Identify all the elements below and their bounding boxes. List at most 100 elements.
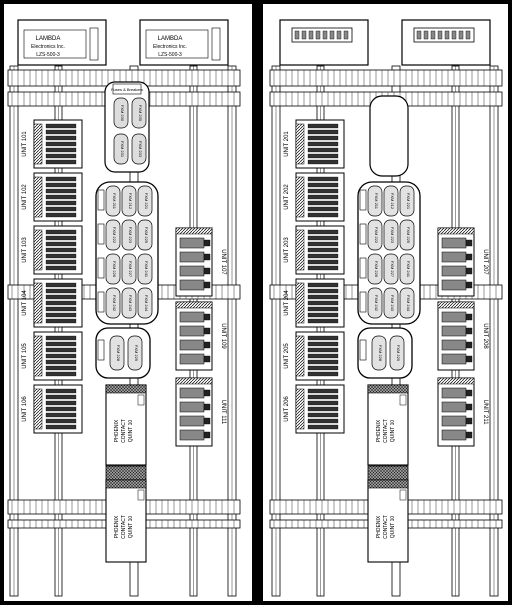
fxm-module-label: FXM 222: [112, 227, 117, 244]
fxm-module-label: FXM 229: [396, 345, 401, 362]
fxm-side-clip: [359, 257, 367, 279]
quint-label: CONTACT: [121, 515, 127, 539]
quint-label: PHOENIX: [114, 419, 120, 442]
io-unit-header: [33, 388, 43, 430]
relay-unit-header: [437, 377, 475, 385]
io-unit-terminal: [45, 353, 77, 359]
fxm-side-clip: [359, 291, 367, 313]
io-unit-terminal: [45, 312, 77, 318]
io-unit-terminal: [45, 388, 77, 394]
fxm-module-label: FXM 242: [374, 295, 379, 312]
horizontal-rail: [269, 69, 503, 87]
fxm-module: [137, 219, 153, 251]
fxm-module-label: FXM 226: [112, 261, 117, 278]
relay-block: [179, 429, 205, 441]
power-supply-terminal: [211, 27, 221, 61]
io-unit-label: UNIT 203: [284, 237, 290, 263]
power-supply-segment: [336, 30, 342, 40]
power-supply-box: [401, 19, 491, 66]
io-unit-terminal: [45, 288, 77, 294]
io-unit-terminal: [45, 247, 77, 253]
relay-block: [179, 265, 205, 277]
io-unit-terminal: [307, 259, 339, 265]
relay-contact: [465, 239, 473, 247]
io-unit-terminal: [307, 400, 339, 406]
io-unit-terminal: [45, 229, 77, 235]
fxm-module-label: FXM 243: [390, 295, 395, 312]
fxm-module: [109, 335, 125, 371]
fxm-module-label: FXM 233: [138, 141, 143, 158]
io-unit-label: UNIT 206: [284, 396, 290, 422]
io-unit-terminal: [307, 247, 339, 253]
relay-unit-label: UNIT 107: [220, 249, 226, 275]
fxm-module-label: FXM 223: [128, 227, 133, 244]
fxm-module-label: FXM 221: [406, 193, 411, 210]
power-supply-segment: [343, 30, 349, 40]
fxm-module-label: FXM 225: [144, 227, 149, 244]
relay-unit-label: UNIT 109: [220, 323, 226, 349]
io-unit-terminal: [307, 182, 339, 188]
relay-contact: [203, 267, 211, 275]
relay-unit-label: UNIT 208: [482, 323, 488, 349]
io-unit-terminal: [45, 400, 77, 406]
power-supply-segment: [451, 30, 457, 40]
power-supply-brand: LAMBDA: [36, 36, 61, 42]
quint-terminal-strip: [367, 479, 409, 489]
fxm-module: [399, 185, 415, 217]
fxm-module-label: FXM 230: [120, 105, 125, 122]
power-supply-segment: [308, 30, 314, 40]
fxm-module: [367, 253, 383, 285]
io-unit-header: [295, 335, 305, 377]
relay-block: [441, 251, 467, 263]
power-supply-segment: [444, 30, 450, 40]
relay-contact: [203, 327, 211, 335]
io-unit-terminal: [307, 159, 339, 165]
io-unit-terminal: [307, 335, 339, 341]
io-unit-terminal: [307, 200, 339, 206]
fxm-side-clip: [359, 223, 367, 245]
relay-block: [179, 387, 205, 399]
fxm-module-label: FXM 211: [374, 193, 379, 210]
relay-block: [441, 265, 467, 277]
relay-block: [441, 339, 467, 351]
fxm-module-label: FXM 229: [134, 345, 139, 362]
relay-block: [179, 325, 205, 337]
io-unit-label: UNIT 102: [22, 184, 28, 210]
io-unit-label: UNIT 204: [284, 290, 290, 316]
relay-block: [441, 311, 467, 323]
relay-unit-header: [175, 227, 213, 235]
fxm-module: [105, 219, 121, 251]
io-unit-terminal: [45, 253, 77, 259]
fxm-module: [131, 97, 147, 129]
io-unit-terminal: [307, 294, 339, 300]
fxm-module: [137, 287, 153, 319]
fuse-block-label: Fuses & Breakers: [111, 87, 143, 92]
relay-block: [179, 415, 205, 427]
io-unit-terminal: [307, 282, 339, 288]
io-unit-terminal: [307, 129, 339, 135]
fxm-module-label: FXM 222: [374, 227, 379, 244]
relay-contact: [203, 313, 211, 321]
quint-led: [399, 489, 407, 501]
fxm-module: [121, 287, 137, 319]
relay-contact: [203, 431, 211, 439]
io-unit-terminal: [307, 412, 339, 418]
relay-contact: [465, 403, 473, 411]
fxm-module: [399, 219, 415, 251]
relay-block: [441, 429, 467, 441]
quint-label: QUINT 10: [128, 516, 134, 539]
relay-block: [179, 353, 205, 365]
io-unit-label: UNIT 106: [22, 396, 28, 422]
quint-label: CONTACT: [383, 419, 389, 443]
io-unit-label: UNIT 104: [22, 290, 28, 316]
relay-contact: [203, 355, 211, 363]
quint-terminal-strip: [367, 384, 409, 394]
quint-connector: [105, 465, 147, 481]
power-supply-display: [413, 27, 475, 43]
power-supply-segment: [329, 30, 335, 40]
io-unit-terminal: [307, 141, 339, 147]
fxm-module-label: FXM 221: [144, 193, 149, 210]
relay-block: [179, 251, 205, 263]
io-unit-terminal: [307, 176, 339, 182]
fxm-module-label: FXM 227: [390, 261, 395, 278]
